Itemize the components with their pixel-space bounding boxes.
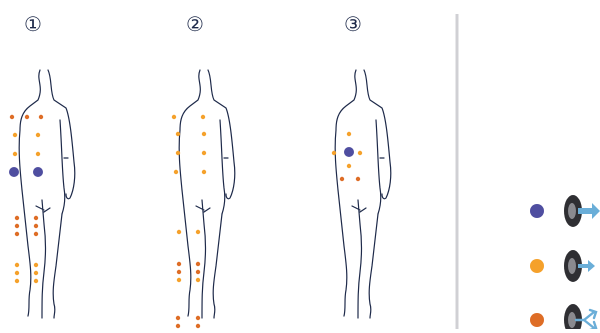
small-dot xyxy=(196,262,200,266)
medium-dot xyxy=(176,132,180,136)
medium-dot xyxy=(36,152,40,156)
large-dot xyxy=(9,167,19,177)
medium-dot xyxy=(202,132,206,136)
medium-dot xyxy=(34,263,38,267)
body-outline-3 xyxy=(335,70,391,318)
legend-dot xyxy=(530,313,544,327)
small-dot xyxy=(15,232,19,236)
small-dot xyxy=(34,232,38,236)
medium-dot xyxy=(13,152,17,156)
body-line xyxy=(376,120,381,214)
body-line xyxy=(60,120,65,214)
body-line xyxy=(42,200,46,318)
legend-item-medium xyxy=(530,250,595,282)
panel-1-number: ① xyxy=(24,12,42,36)
small-dot xyxy=(34,216,38,220)
medium-dot xyxy=(13,133,17,137)
small-dot xyxy=(10,115,14,119)
medium-dot xyxy=(172,115,176,119)
body-line xyxy=(369,214,378,318)
device-center xyxy=(568,258,576,274)
small-dot xyxy=(34,224,38,228)
medium-dot xyxy=(15,271,19,275)
small-dot xyxy=(39,115,43,119)
medium-dot xyxy=(15,279,19,283)
medium-dot xyxy=(202,170,206,174)
medium-dot xyxy=(202,151,206,155)
small-dot xyxy=(340,177,344,181)
small-dot xyxy=(15,224,19,228)
legend-item-large xyxy=(530,195,600,227)
small-dot xyxy=(176,316,180,320)
medium-dot xyxy=(34,279,38,283)
device-center xyxy=(568,203,576,219)
medium-dot xyxy=(176,151,180,155)
medium-dot xyxy=(332,151,336,155)
body-line xyxy=(338,190,347,316)
medium-dot xyxy=(177,230,181,234)
body-line xyxy=(182,190,191,316)
small-dot xyxy=(196,316,200,320)
body-outline-1 xyxy=(19,70,75,318)
body-line xyxy=(179,70,200,190)
body-line xyxy=(335,70,356,190)
panel-2-number: ② xyxy=(186,12,204,36)
small-dot xyxy=(356,177,360,181)
panel-3-number: ③ xyxy=(344,12,362,36)
medium-dot xyxy=(174,170,178,174)
small-dot xyxy=(196,324,200,328)
body-line xyxy=(358,200,362,318)
body-line xyxy=(220,120,225,214)
medium-dot xyxy=(15,263,19,267)
device-icon xyxy=(564,304,582,329)
medium-dot xyxy=(196,278,200,282)
small-dot xyxy=(176,324,180,328)
medium-dot xyxy=(201,115,205,119)
body-line xyxy=(22,190,31,316)
small-dot xyxy=(15,216,19,220)
small-dot xyxy=(177,270,181,274)
body-line xyxy=(53,214,62,318)
medium-dot xyxy=(34,271,38,275)
large-dot xyxy=(33,167,43,177)
body-outline-2 xyxy=(179,70,235,318)
medium-dot xyxy=(196,230,200,234)
legend-dot xyxy=(530,204,544,218)
medium-dot xyxy=(358,151,362,155)
medium-dot xyxy=(177,278,181,282)
medium-dot xyxy=(347,164,351,168)
large-dot xyxy=(344,147,354,157)
legend-dot xyxy=(530,259,544,273)
small-dot xyxy=(177,262,181,266)
medium-dot xyxy=(347,132,351,136)
medium-dot xyxy=(36,133,40,137)
small-dot xyxy=(196,270,200,274)
small-dot xyxy=(25,115,29,119)
legend-item-small xyxy=(530,304,596,329)
body-line xyxy=(202,200,206,318)
body-line xyxy=(213,214,222,318)
